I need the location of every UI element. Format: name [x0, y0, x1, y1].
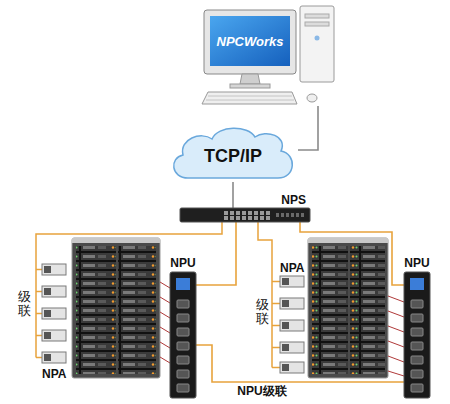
connector — [232, 182, 234, 208]
edge-label: NPU级联 — [235, 384, 288, 398]
node-text: NPU — [404, 256, 429, 270]
server-rack — [72, 238, 160, 378]
npa-box — [42, 264, 66, 363]
npu-shape — [170, 272, 196, 398]
computer-shape — [200, 4, 338, 106]
node-text: TCP/IP — [168, 130, 298, 182]
node-text: NPCWorks — [210, 16, 290, 66]
connector — [196, 345, 404, 382]
npa-box — [280, 276, 304, 373]
cascade-label: 级联 — [256, 298, 269, 327]
computer-node: NPCWorks — [200, 4, 338, 106]
device-label: NPA — [42, 367, 66, 381]
connector — [196, 222, 236, 285]
node-text: NPU — [170, 256, 195, 270]
network-switch: NPS — [180, 208, 310, 222]
power-cable — [160, 282, 404, 376]
pdu-strip: NPU — [170, 272, 196, 398]
cascade-wire — [36, 222, 280, 368]
npu-shape — [404, 272, 430, 398]
connector — [300, 222, 404, 285]
network-cloud: TCP/IP — [168, 124, 298, 182]
cascade-label: 级联 — [18, 290, 31, 319]
node-text: NPS — [281, 193, 306, 207]
pdu-strip: NPU — [404, 272, 430, 398]
connector — [298, 106, 318, 150]
device-label: NPA — [280, 261, 304, 275]
server-rack — [308, 238, 388, 378]
switch-shape — [180, 208, 310, 222]
